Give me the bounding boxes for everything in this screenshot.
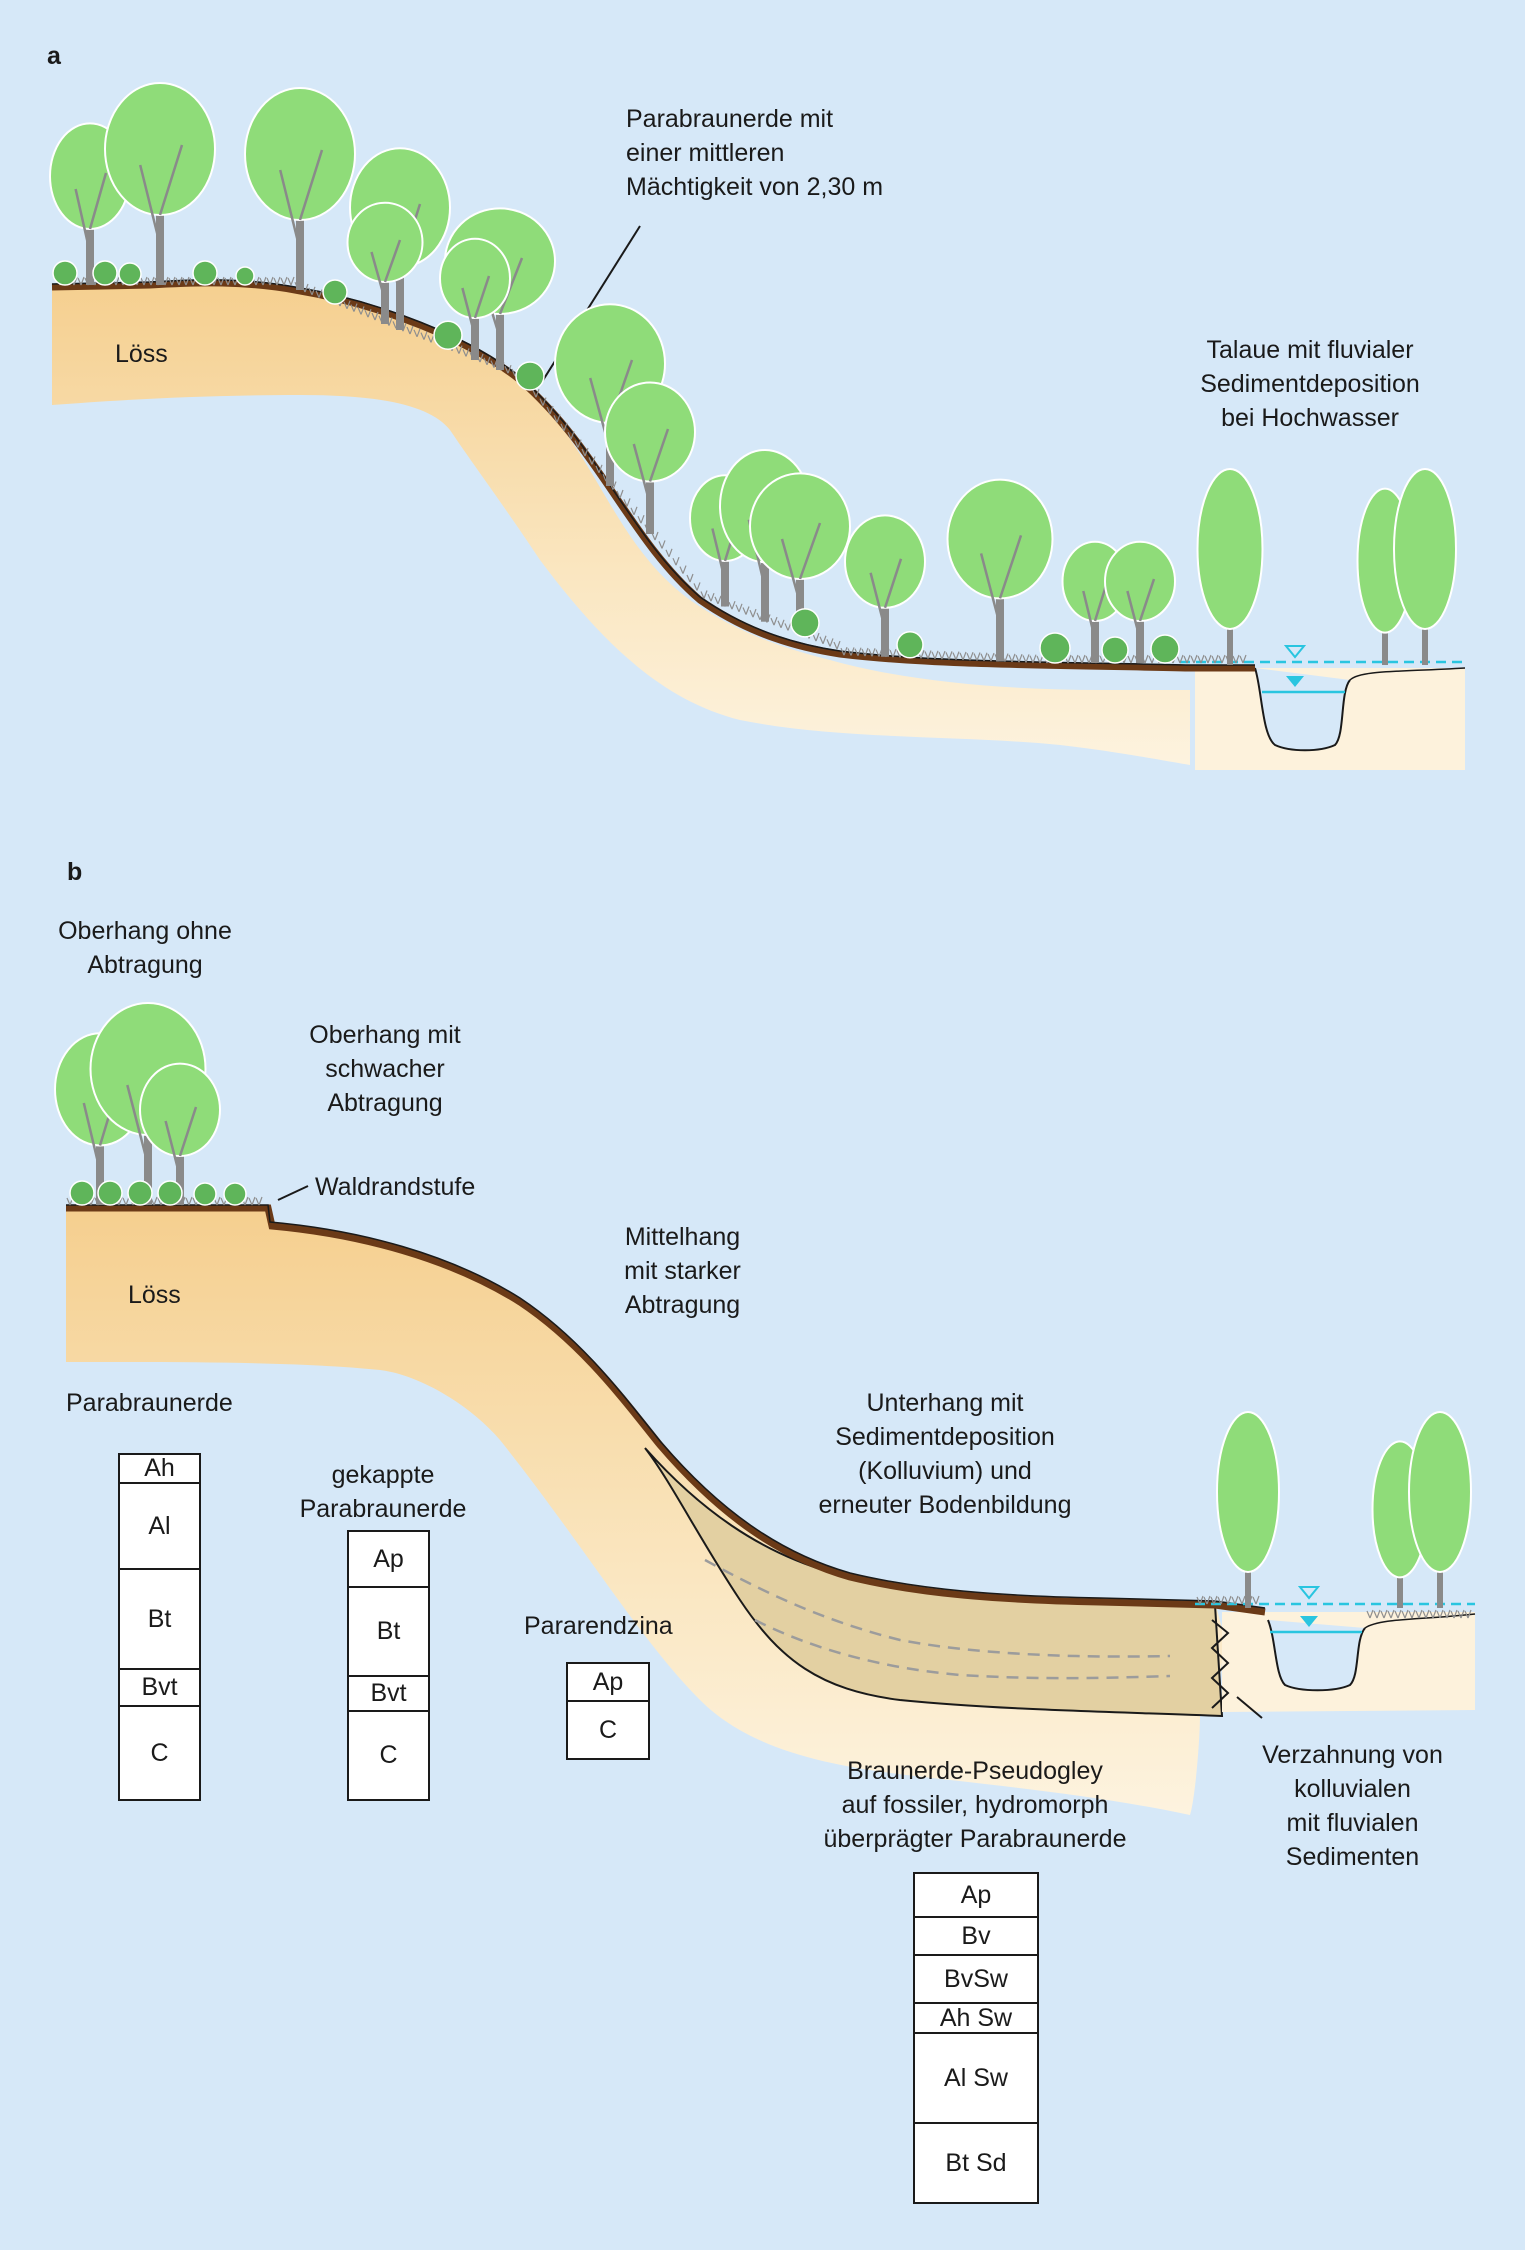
- horizon-cell: Al Sw: [915, 2032, 1037, 2122]
- profile-1-title: Parabraunerde: [66, 1389, 233, 1417]
- shrub-icon: [515, 361, 545, 391]
- panel-a-river-channel: [1254, 667, 1351, 752]
- horizon-cell: C: [349, 1710, 428, 1799]
- shrub-icon: [322, 279, 348, 305]
- poplar-tree-icon: [1408, 1411, 1472, 1608]
- shrub-icon: [1101, 636, 1129, 664]
- water-level-marker-icon: [1300, 1616, 1318, 1627]
- shrub-icon: [1039, 632, 1071, 664]
- profile-3-title: Pararendzina: [524, 1612, 673, 1640]
- poplar-tree-icon: [1216, 1411, 1280, 1608]
- panel-b-landscape: [54, 1002, 1476, 1815]
- shrub-icon: [192, 260, 218, 286]
- shrub-icon: [433, 320, 463, 350]
- tree-icon: [1104, 540, 1176, 663]
- panel-b-loess-label: Löss: [128, 1281, 181, 1309]
- tree-icon: [439, 237, 511, 360]
- panel-b-letter: b: [67, 858, 83, 886]
- panel-a-talaue-label: Talaue mit fluvialer Sedimentdeposition …: [1200, 336, 1420, 432]
- shrub-icon: [69, 1180, 95, 1206]
- panel-b-leader-verzahnung: [1236, 1696, 1263, 1719]
- shrub-icon: [92, 260, 118, 286]
- panel-b-surface-line: [66, 1204, 1476, 1629]
- panel-b-leader-waldrand: [277, 1185, 309, 1201]
- panel-a-landscape: [49, 82, 1466, 770]
- horizon-cell: Bt: [120, 1568, 199, 1668]
- tree-icon: [946, 478, 1054, 662]
- unterhang-label: Unterhang mit Sedimentdeposition (Kolluv…: [818, 1389, 1072, 1519]
- horizon-cell: Bv: [915, 1916, 1037, 1954]
- horizon-cell: Bt Sd: [915, 2122, 1037, 2202]
- panel-b-dashed-horizon-2: [754, 1618, 1171, 1680]
- panel-a-vegetation: [49, 82, 1457, 665]
- flood-level-marker-icon: [1297, 1586, 1321, 1600]
- panel-b-interfingering: [1210, 1619, 1230, 1709]
- panel-b-vegetation: [54, 1002, 1472, 1619]
- shrub-icon: [193, 1182, 217, 1206]
- tree-icon: [346, 201, 424, 324]
- profile-4-column: Ap Bv BvSw Ah Sw Al Sw Bt Sd: [913, 1872, 1039, 2204]
- shrub-icon: [1150, 634, 1180, 664]
- profile-2-title: gekappte Parabraunerde: [299, 1461, 467, 1523]
- horizon-cell: C: [568, 1700, 648, 1758]
- horizon-cell: Ap: [960, 1880, 992, 1909]
- panel-a-loess-label: Löss: [115, 340, 168, 368]
- tree-icon: [139, 1062, 221, 1205]
- horizon-cell: Ah: [144, 1454, 175, 1482]
- oberhang-schwach-label: Oberhang mit schwacher Abtragung: [309, 1021, 461, 1117]
- horizon-cell: C: [120, 1705, 199, 1799]
- waldrandstufe-label: Waldrandstufe: [315, 1173, 476, 1201]
- shrub-icon: [97, 1180, 123, 1206]
- tree-icon: [104, 82, 216, 285]
- poplar-tree-icon: [1393, 468, 1457, 665]
- panel-b-dashed-horizon-1: [704, 1558, 1171, 1658]
- panel-a-soil-layer: [51, 279, 1255, 672]
- oberhang-ohne-label: Oberhang ohne Abtragung: [58, 917, 232, 979]
- tree-icon: [844, 514, 926, 657]
- profile-1-column: Ah Al Bt Bvt C: [118, 1453, 201, 1801]
- shrub-icon: [127, 1180, 153, 1206]
- flood-level-marker-icon: [1283, 645, 1307, 659]
- shrub-icon: [118, 262, 142, 286]
- mittelhang-label: Mittelhang mit starker Abtragung: [624, 1223, 741, 1319]
- horizon-cell: Ap: [592, 1667, 624, 1696]
- panel-b-water-level: [1195, 1586, 1475, 1634]
- poplar-tree-icon: [1196, 468, 1264, 665]
- panel-b-river-channel: [1267, 1619, 1366, 1692]
- water-level-marker-icon: [1286, 676, 1304, 687]
- shrub-icon: [223, 1182, 247, 1206]
- horizon-cell: Ap: [373, 1544, 404, 1573]
- horizon-cell: Bvt: [120, 1668, 199, 1705]
- panel-a-water-level: [1180, 645, 1462, 694]
- profile-2-column: Ap Bt Bvt C: [347, 1530, 430, 1801]
- shrub-icon: [896, 631, 924, 659]
- panel-a-letter: a: [47, 42, 61, 70]
- profile-4-title: Braunerde-Pseudogley auf fossiler, hydro…: [823, 1757, 1127, 1853]
- horizon-cell: Bvt: [349, 1675, 428, 1710]
- tree-icon: [244, 87, 356, 290]
- verzahnung-label: Verzahnung von kolluvialen mit fluvialen…: [1262, 1741, 1443, 1871]
- grass-icon: [1366, 1609, 1472, 1619]
- panel-a-loess-body: [52, 280, 1190, 765]
- shrub-icon: [157, 1180, 183, 1206]
- horizon-cell: Ah Sw: [915, 2002, 1037, 2032]
- panel-b-soil-layer: [66, 1204, 1266, 1616]
- horizon-cell: BvSw: [915, 1954, 1037, 2002]
- shrub-icon: [235, 266, 255, 286]
- profile-3-column: Ap C: [566, 1662, 650, 1760]
- panel-a-parabraunerde-label: Parabraunerde mit einer mittleren Mächti…: [626, 105, 884, 201]
- tree-icon: [604, 381, 696, 534]
- shrub-icon: [790, 608, 820, 638]
- tree-icon: [749, 472, 851, 635]
- horizon-cell: Al: [120, 1482, 199, 1568]
- horizon-cell: Bt: [349, 1586, 428, 1675]
- shrub-icon: [52, 260, 78, 286]
- panel-a-surface-line: [51, 279, 1466, 681]
